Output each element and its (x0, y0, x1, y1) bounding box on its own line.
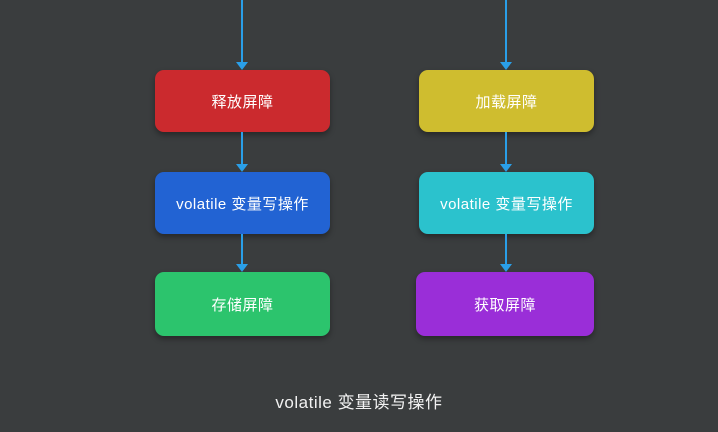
node-label: volatile 变量写操作 (440, 195, 573, 213)
flow-arrow (235, 132, 249, 172)
diagram-caption: volatile 变量读写操作 (275, 393, 443, 412)
node-load-barrier: 加载屏障 (419, 70, 594, 132)
flow-arrow (235, 0, 249, 70)
arrow-line (505, 132, 507, 165)
node-label: 获取屏障 (473, 296, 536, 314)
node-label: 存储屏障 (211, 296, 274, 314)
node-label: 加载屏障 (475, 93, 538, 111)
arrow-line (241, 132, 243, 165)
arrow-line (505, 0, 507, 63)
arrow-down-icon (236, 164, 248, 172)
arrow-down-icon (500, 164, 512, 172)
node-label: 释放屏障 (211, 93, 274, 111)
flow-arrow (499, 132, 513, 172)
arrow-line (241, 0, 243, 63)
node-release-barrier: 释放屏障 (155, 70, 330, 132)
arrow-down-icon (500, 62, 512, 70)
node-volatile-write-op: volatile 变量写操作 (155, 172, 330, 234)
arrow-line (505, 234, 507, 265)
flow-arrow (235, 234, 249, 272)
node-store-barrier: 存储屏障 (155, 272, 330, 336)
node-label: volatile 变量写操作 (176, 195, 309, 213)
node-volatile-write-op-2: volatile 变量写操作 (419, 172, 594, 234)
arrow-down-icon (236, 264, 248, 272)
arrow-down-icon (236, 62, 248, 70)
node-acquire-barrier: 获取屏障 (416, 272, 594, 336)
arrow-down-icon (500, 264, 512, 272)
flow-arrow (499, 234, 513, 272)
arrow-line (241, 234, 243, 265)
flow-arrow (499, 0, 513, 70)
